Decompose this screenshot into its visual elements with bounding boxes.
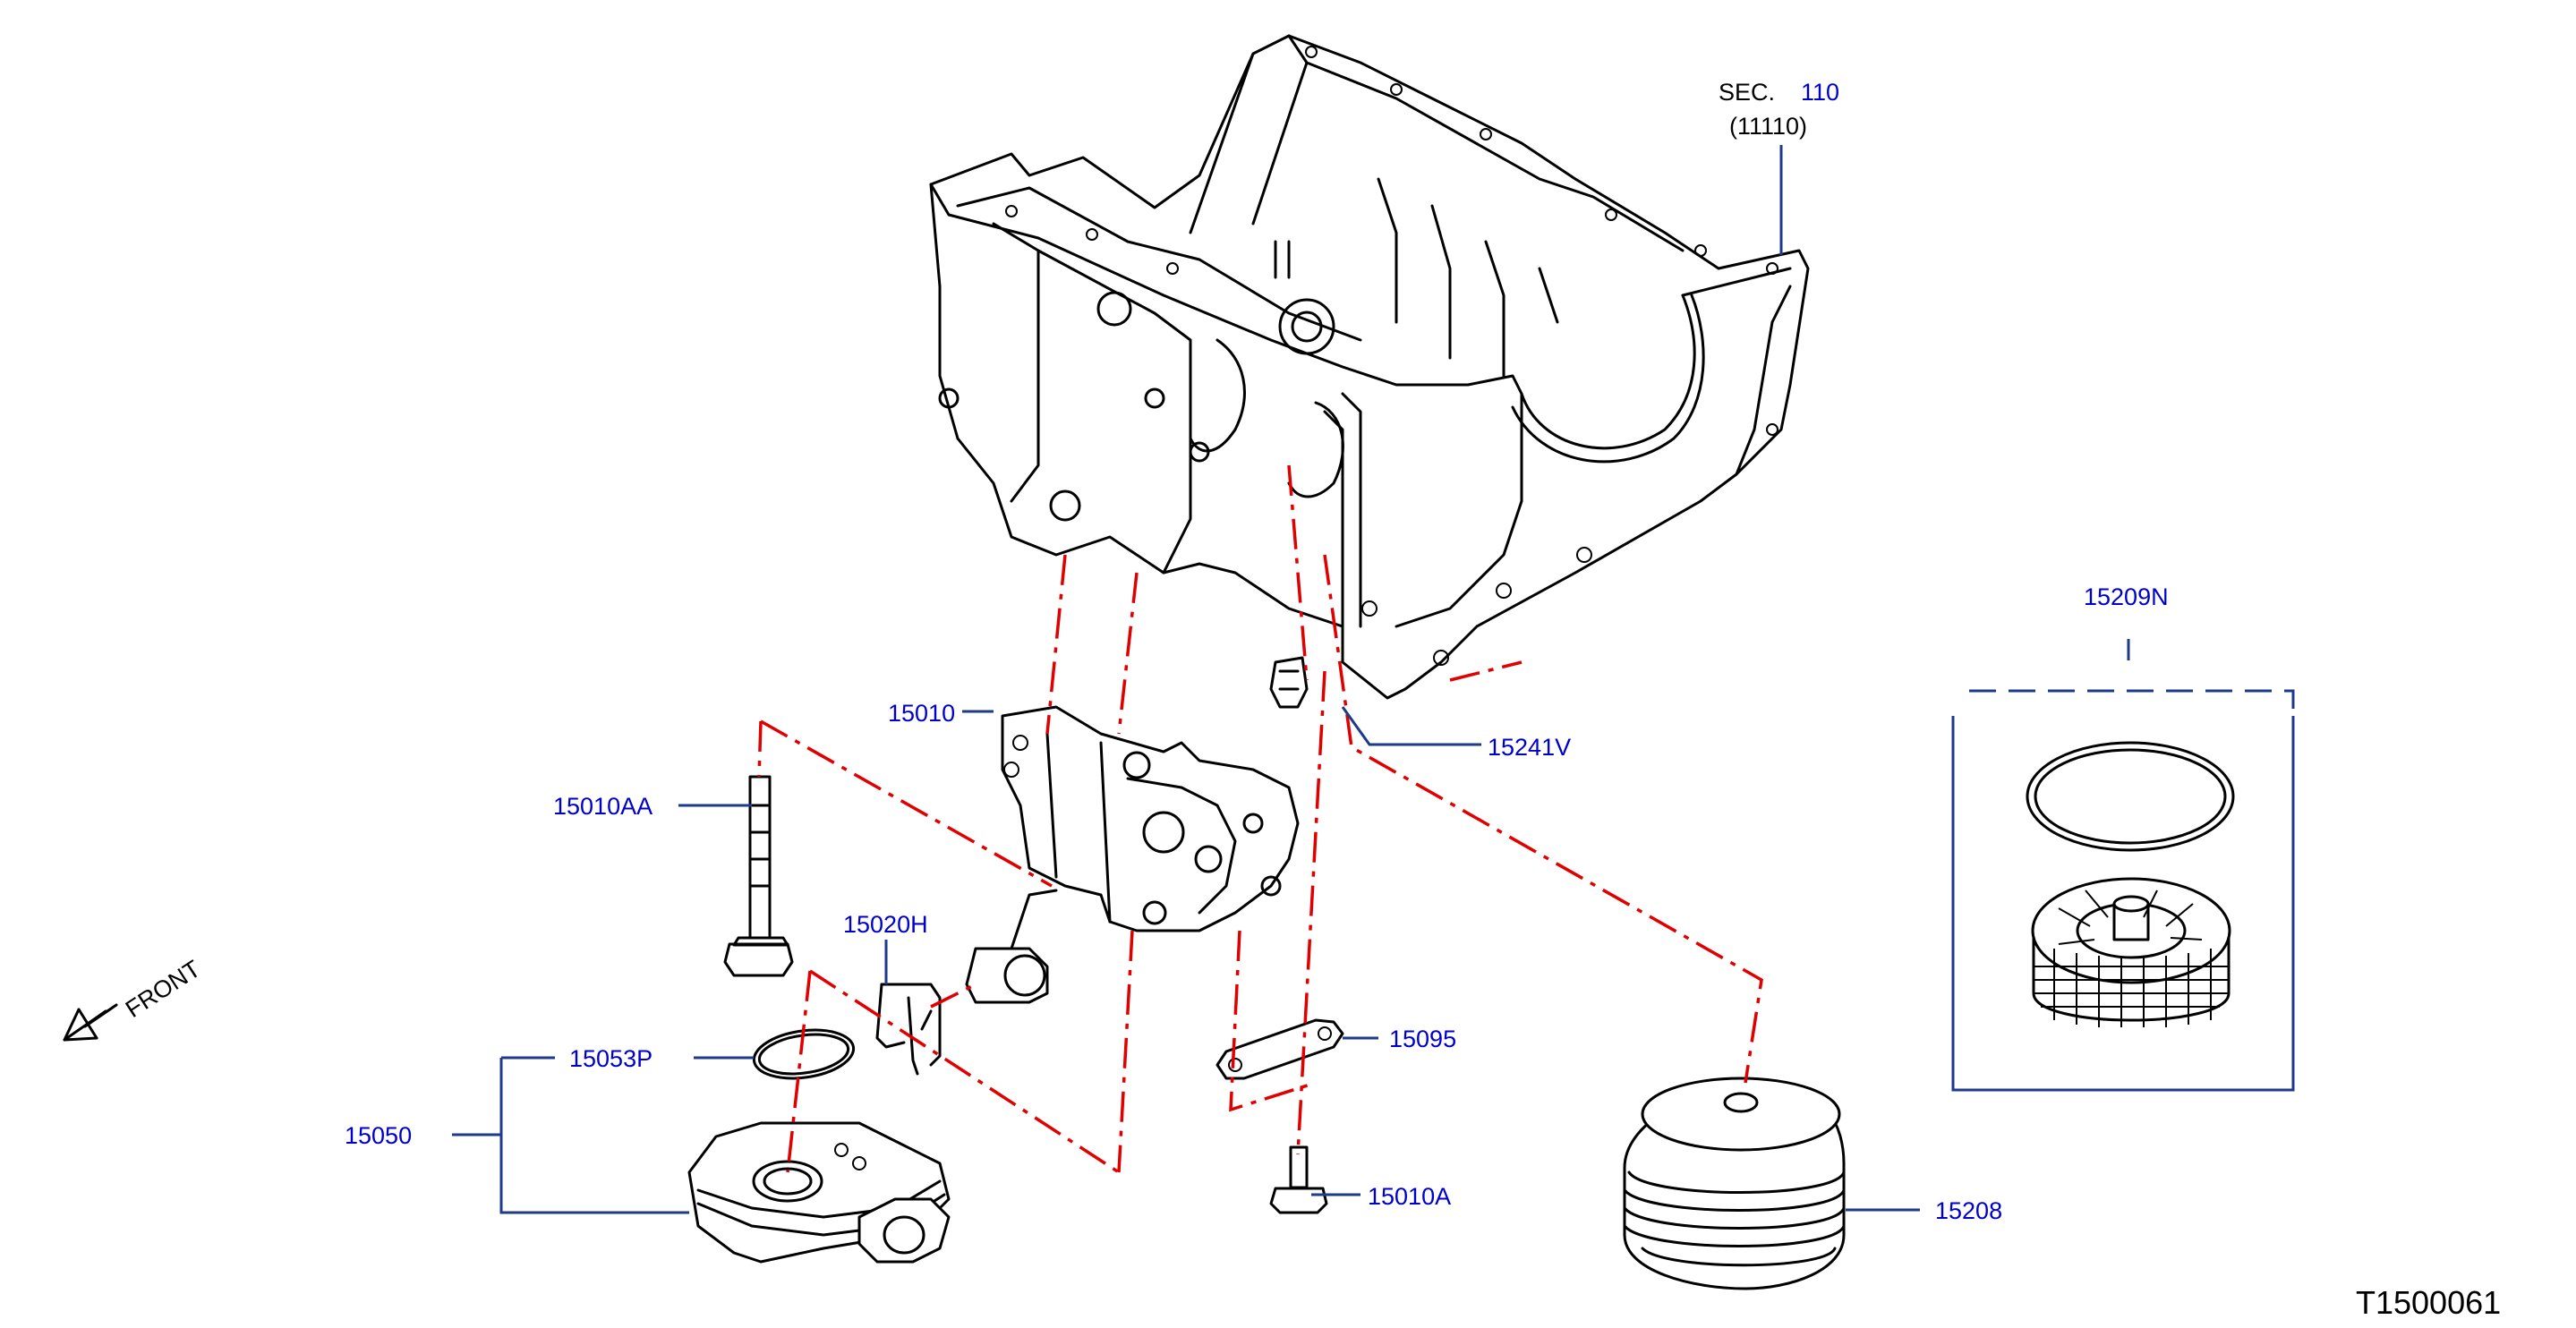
leader-lines <box>452 145 1920 1214</box>
part-labels: 15209N 15241V 15010 15010AA 15020H 15053… <box>345 583 2169 1224</box>
oil-pump-assembly-drawing <box>965 705 1300 1004</box>
section-prefix: SEC. <box>1719 79 1775 106</box>
part-label-15010[interactable]: 15010 <box>888 700 955 727</box>
engine-block-drawing <box>929 34 1810 700</box>
bolt-15010A-drawing <box>1269 1145 1328 1214</box>
part-label-15241V[interactable]: 15241V <box>1488 734 1571 761</box>
filter-kit-bracket <box>1951 716 2295 1092</box>
part-label-15010AA[interactable]: 15010AA <box>553 793 653 820</box>
part-label-15209N[interactable]: 15209N <box>2084 583 2169 610</box>
valve-15241V-drawing <box>1269 656 1309 709</box>
part-label-15010A[interactable]: 15010A <box>1368 1183 1451 1210</box>
part-label-15050[interactable]: 15050 <box>345 1122 412 1149</box>
section-sub-code: (11110) <box>1729 113 1807 140</box>
drawing-code: T1500061 <box>2356 1284 2501 1321</box>
oil-strainer-15050-drawing <box>687 1121 951 1264</box>
front-direction-arrow: FRONT <box>63 955 205 1042</box>
part-label-15020H[interactable]: 15020H <box>843 911 928 938</box>
oil-filter-cap-15208-drawing <box>1623 1077 1846 1290</box>
front-label: FRONT <box>121 955 205 1023</box>
clip-15020H-drawing <box>875 983 942 1076</box>
part-label-15053P[interactable]: 15053P <box>569 1045 653 1072</box>
plate-15095-drawing <box>1215 1018 1344 1080</box>
o-ring-15053P-drawing <box>752 1028 856 1080</box>
filter-kit-15209N-drawing <box>1951 639 2295 1092</box>
part-label-15208[interactable]: 15208 <box>1935 1197 2002 1224</box>
section-number-link[interactable]: 110 <box>1801 79 1839 106</box>
part-label-15095[interactable]: 15095 <box>1389 1026 1456 1052</box>
section-reference: SEC. 110 (11110) <box>1719 79 1839 140</box>
bolt-15010AA-drawing <box>723 775 794 977</box>
alignment-centerlines <box>757 464 1763 1174</box>
